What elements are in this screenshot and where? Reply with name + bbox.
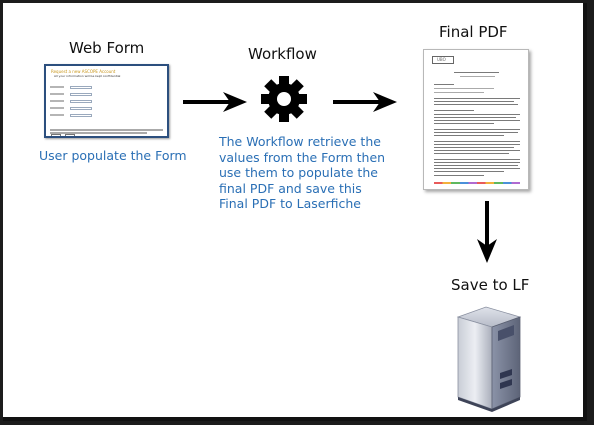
form-thumb-row [50, 93, 110, 97]
form-thumb-row [50, 107, 110, 111]
workflow-description-line: final PDF and save this [219, 180, 362, 196]
pdf-logo: UBO [432, 56, 454, 64]
form-thumb-buttons [51, 124, 79, 136]
pdf-footer-strip [434, 182, 520, 184]
workflow-title: Workflow [248, 45, 317, 63]
form-thumb-title: Request a new ASCOPE Account [51, 69, 116, 74]
workflow-description-line: use them to populate the [219, 165, 378, 181]
web-form-caption: User populate the Form [39, 148, 187, 163]
form-icon: Request a new ASCOPE Account All your in… [44, 64, 169, 138]
save-to-lf-title: Save to LF [451, 276, 530, 294]
right-arrow-icon [183, 92, 247, 112]
down-arrow-icon [477, 201, 497, 263]
document-icon: UBO [423, 49, 529, 190]
form-thumb-footer [50, 129, 163, 131]
final-pdf-title: Final PDF [439, 23, 508, 41]
web-form-title: Web Form [69, 39, 145, 57]
form-thumb-row [50, 86, 110, 90]
workflow-description: The Workflow retrieve the values from th… [219, 134, 385, 212]
workflow-description-line: Final PDF to Laserfiche [219, 196, 361, 212]
form-thumb-subtitle: All your information will be kept confid… [54, 74, 121, 78]
form-thumb-row [50, 100, 110, 104]
form-thumb-row [50, 114, 110, 118]
workflow-description-line: The Workflow retrieve the [219, 134, 381, 149]
gear-icon [261, 76, 307, 122]
workflow-description-line: values from the Form then [219, 149, 386, 165]
diagram-canvas: Web Form Request a new ASCOPE Account Al… [3, 3, 587, 421]
right-arrow-icon [333, 92, 397, 112]
server-icon [456, 306, 522, 412]
form-thumb-footer [50, 132, 147, 134]
